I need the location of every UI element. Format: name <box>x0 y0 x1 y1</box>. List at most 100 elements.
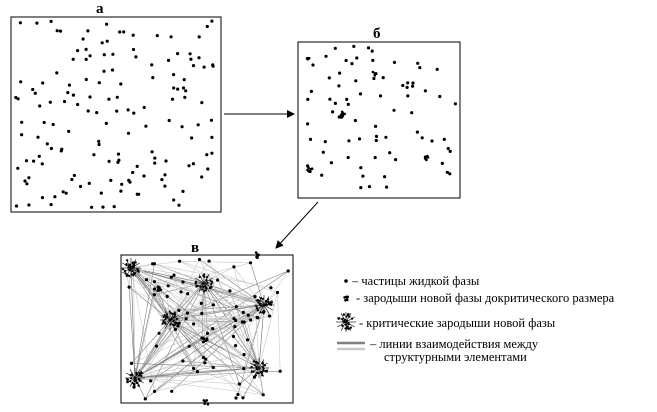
liquid-particle <box>40 162 44 166</box>
liquid-particle <box>33 91 37 95</box>
liquid-particle <box>306 122 310 126</box>
liquid-particle <box>211 63 215 67</box>
liquid-particle <box>366 46 371 50</box>
liquid-particle <box>189 57 193 61</box>
liquid-particle <box>58 29 63 33</box>
panel-a-frame <box>10 16 222 213</box>
liquid-particle <box>385 185 389 189</box>
liquid-particle <box>132 111 136 115</box>
critical-nucleus <box>125 368 145 388</box>
liquid-particle <box>374 138 378 143</box>
liquid-particle <box>406 94 410 98</box>
liquid-particle <box>201 355 206 360</box>
liquid-particle <box>105 39 109 43</box>
liquid-particle <box>256 316 260 320</box>
liquid-particle <box>200 175 204 179</box>
liquid-particle <box>205 24 209 29</box>
liquid-particle <box>169 35 173 39</box>
critical-nucleus <box>121 258 141 278</box>
liquid-particle <box>278 369 282 373</box>
liquid-particle <box>446 146 450 151</box>
liquid-particle <box>163 173 167 177</box>
liquid-particle <box>236 392 240 397</box>
liquid-particle <box>163 184 167 188</box>
liquid-particle <box>181 359 185 363</box>
liquid-particle <box>135 192 139 196</box>
liquid-particle <box>333 101 337 105</box>
liquid-particle <box>445 170 449 174</box>
liquid-particle <box>37 154 41 158</box>
liquid-particle <box>242 320 246 324</box>
liquid-particle <box>187 344 191 348</box>
liquid-particle <box>166 58 171 63</box>
liquid-particle <box>237 382 241 386</box>
liquid-particle <box>195 370 199 374</box>
liquid-particle <box>210 135 214 139</box>
liquid-particle <box>62 99 67 104</box>
critical-nucleus <box>254 295 274 315</box>
liquid-particle <box>200 101 204 105</box>
subcritical-nucleus <box>343 295 350 302</box>
liquid-particle <box>186 292 190 296</box>
liquid-particle <box>40 196 45 200</box>
liquid-particle <box>261 393 265 397</box>
liquid-particle <box>202 65 206 69</box>
liquid-particle <box>241 396 245 400</box>
liquid-particle <box>151 76 155 80</box>
liquid-particle <box>197 56 201 60</box>
liquid-particle <box>206 167 210 171</box>
liquid-particle <box>53 195 57 199</box>
critical-nucleus <box>249 358 269 378</box>
liquid-particle <box>100 41 104 45</box>
liquid-particle <box>172 73 176 77</box>
liquid-particle <box>55 71 59 75</box>
liquid-particle <box>107 159 111 163</box>
liquid-particle <box>64 191 68 195</box>
liquid-particle <box>352 44 356 49</box>
critical-nucleus <box>194 273 214 293</box>
liquid-particle <box>59 149 63 153</box>
liquid-particle <box>142 105 146 110</box>
liquid-particle <box>36 135 40 139</box>
subcritical-nucleus <box>306 166 314 173</box>
panel-c-subcritical-nuclei <box>156 251 261 406</box>
liquid-particle <box>61 190 65 194</box>
liquid-particle <box>184 317 188 321</box>
liquid-particle <box>355 56 359 60</box>
liquid-particle <box>70 177 74 182</box>
liquid-particle <box>181 189 185 193</box>
liquid-particle <box>183 95 187 99</box>
liquid-particle <box>134 55 138 59</box>
legend-label-interaction-lines-1: – линии взаимодействия между <box>369 337 539 351</box>
liquid-particle <box>394 158 398 162</box>
liquid-particle <box>415 130 419 134</box>
liquid-particle <box>246 338 250 342</box>
particle-dot-icon <box>344 279 348 283</box>
liquid-particle <box>164 159 168 163</box>
liquid-particle <box>384 135 388 139</box>
liquid-particle <box>16 97 20 101</box>
liquid-particle <box>165 294 169 298</box>
liquid-particle <box>177 203 181 207</box>
liquid-particle <box>115 95 119 99</box>
legend-item-liquid-particles: – частицы жидкой фазы <box>344 274 480 288</box>
liquid-particle <box>180 125 184 129</box>
liquid-particle <box>131 33 135 37</box>
liquid-particle <box>210 19 214 23</box>
liquid-particle <box>197 257 202 262</box>
liquid-particle <box>150 63 154 67</box>
liquid-particle <box>374 124 378 128</box>
liquid-particle <box>142 174 146 178</box>
critical-nucleus <box>160 310 180 330</box>
liquid-particle <box>20 133 24 137</box>
liquid-particle <box>78 184 83 189</box>
panel-c: в <box>120 240 294 406</box>
liquid-particle <box>151 262 155 266</box>
liquid-particle <box>126 131 131 135</box>
liquid-particle <box>115 109 119 113</box>
liquid-particle <box>155 34 159 38</box>
liquid-particle <box>172 86 176 90</box>
liquid-particle <box>99 191 103 195</box>
liquid-particle <box>170 97 175 101</box>
liquid-particle <box>373 155 377 160</box>
